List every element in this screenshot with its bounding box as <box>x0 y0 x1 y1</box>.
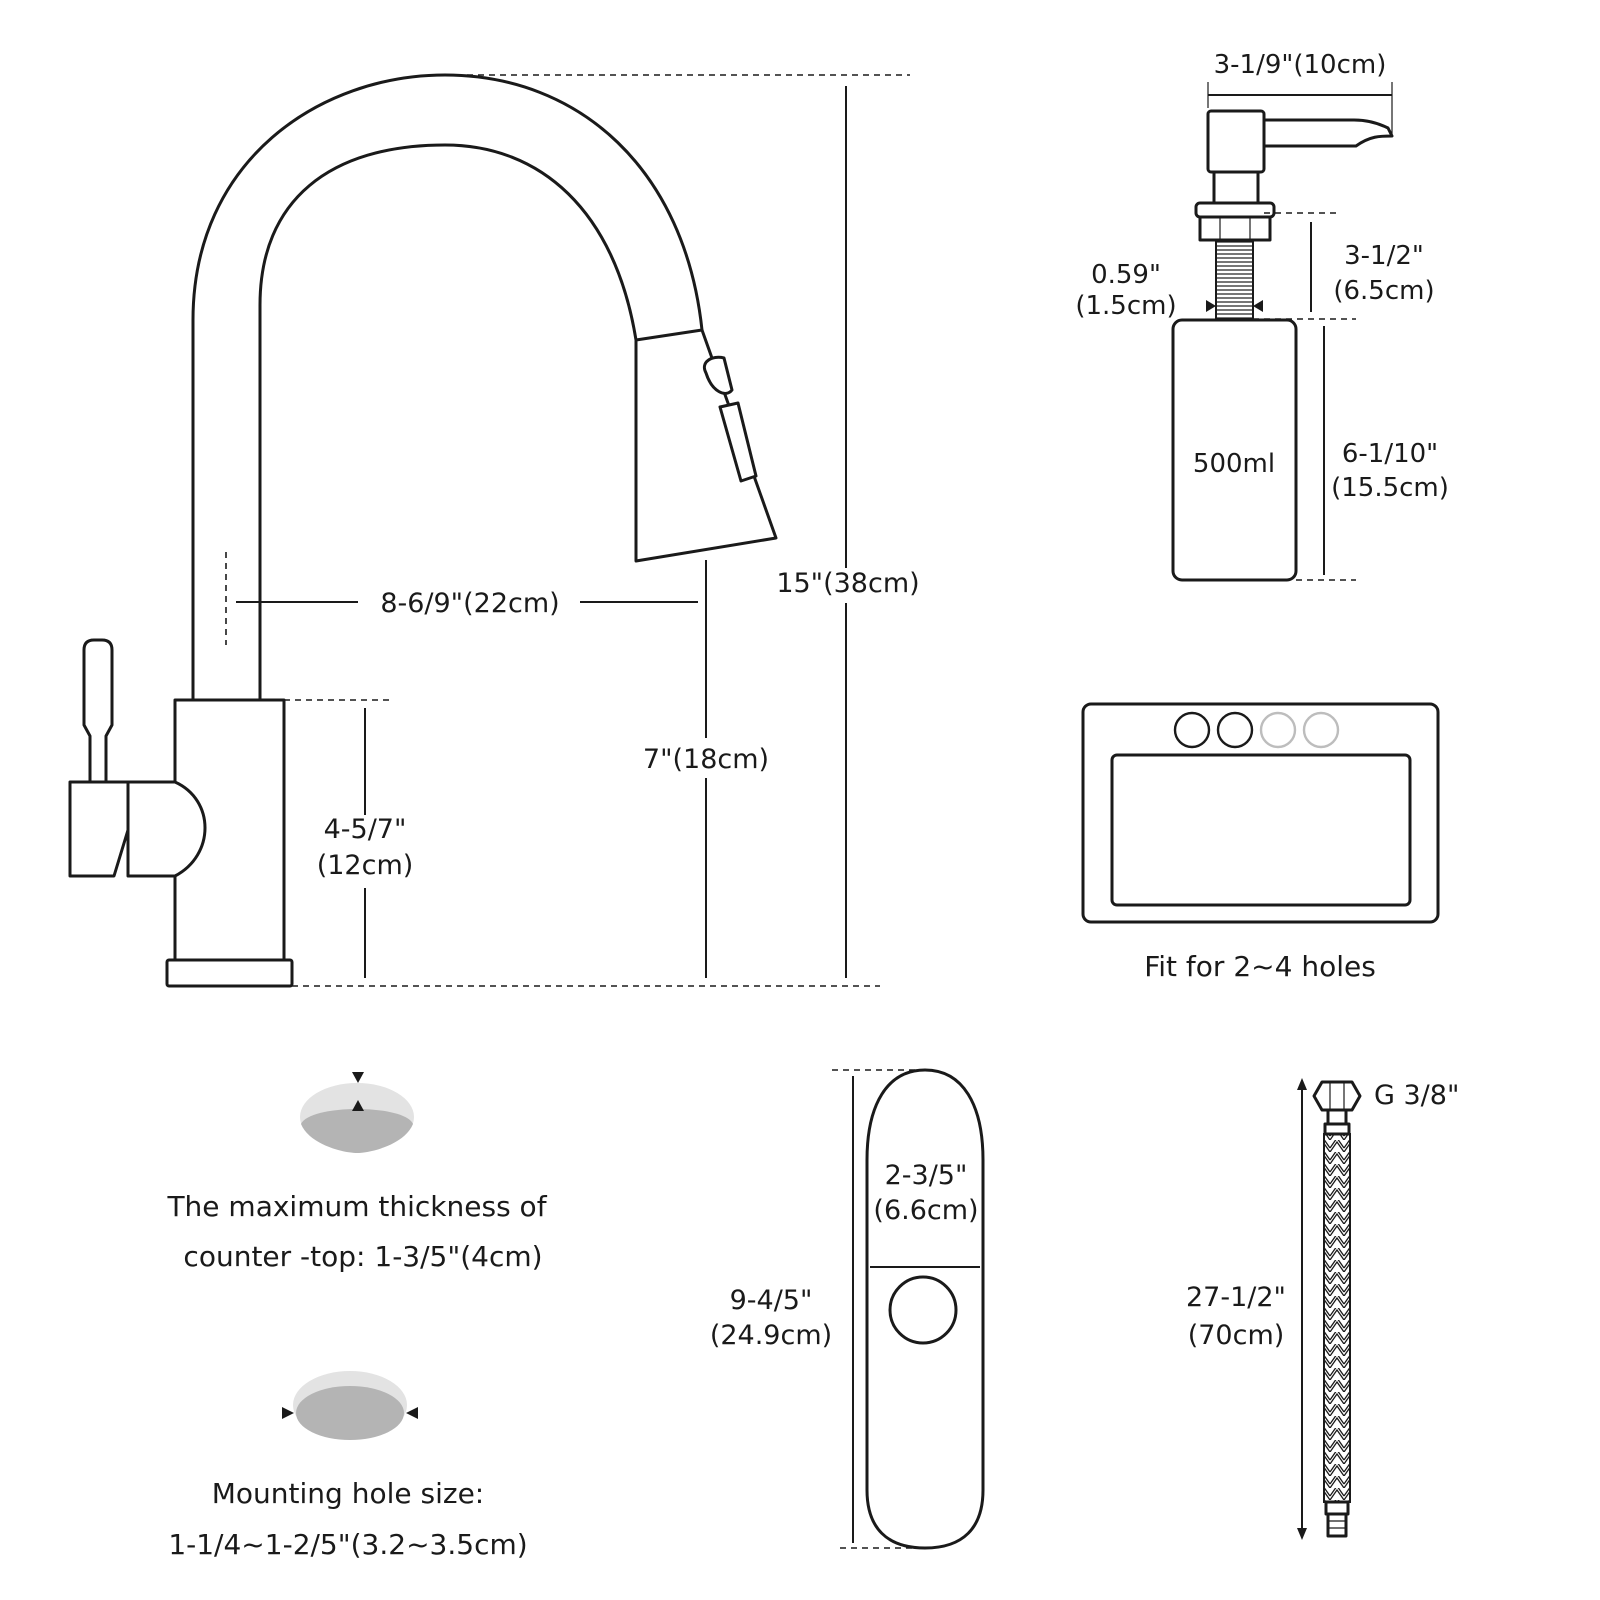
countertop-thickness-line1: The maximum thickness of <box>166 1190 547 1223</box>
soap-nozzle <box>1262 118 1394 148</box>
sink-bowl <box>1110 753 1412 907</box>
soap-collar <box>1212 170 1260 205</box>
deck-plate-outline <box>865 1068 985 1550</box>
sink-hole-4 <box>1302 711 1340 749</box>
countertop-thickness-line2: counter -top: 1-3/5"(4cm) <box>183 1240 542 1273</box>
faucet-spout-outer <box>191 73 704 702</box>
hose-length-line1: 27-1/2" <box>1186 1282 1286 1313</box>
mounting-hole-line1: Mounting hole size: <box>212 1477 484 1510</box>
faucet-base-height-line2: (12cm) <box>317 850 414 881</box>
sink-caption: Fit for 2~4 holes <box>1144 950 1376 983</box>
soap-shank-length-line2: (6.5cm) <box>1333 276 1434 306</box>
spray-button-top <box>703 355 734 395</box>
faucet-total-height: 15"(38cm) <box>776 568 919 599</box>
faucet-dimensions <box>225 74 910 987</box>
soap-shank-length-line1: 3-1/2" <box>1344 241 1424 271</box>
sink-hole-1 <box>1173 711 1211 749</box>
deck-plate-width-line1: 2-3/5" <box>885 1160 968 1191</box>
hose-length-line2: (70cm) <box>1188 1320 1285 1351</box>
hose-dimensions <box>1297 1078 1307 1540</box>
deck-plate-drawing <box>865 1068 985 1550</box>
handle-hub <box>126 780 207 878</box>
sink-hole-3 <box>1259 711 1297 749</box>
soap-pump-head <box>1206 109 1266 174</box>
soap-dimensions <box>1206 82 1393 581</box>
soap-nut <box>1198 215 1272 242</box>
spray-head <box>634 328 778 563</box>
countertop-thickness-icon <box>300 1072 414 1153</box>
faucet-spout-inner <box>258 143 638 702</box>
spray-button-bottom <box>718 401 758 483</box>
hose-drawing <box>1312 1080 1362 1538</box>
hose-hex-nut <box>1312 1080 1362 1112</box>
deck-plate-length-line2: (24.9cm) <box>710 1320 832 1351</box>
soap-head-width: 3-1/9"(10cm) <box>1214 50 1387 80</box>
handle-lever <box>82 638 114 784</box>
handle-block <box>68 780 130 878</box>
deck-plate-width-line2: (6.6cm) <box>873 1195 978 1226</box>
deck-plate-length-line1: 9-4/5" <box>730 1285 813 1316</box>
mounting-hole-line2: 1-1/4~1-2/5"(3.2~3.5cm) <box>168 1528 527 1561</box>
soap-shank-diameter-line1: 0.59" <box>1091 260 1161 290</box>
deck-plate-hole <box>888 1275 958 1345</box>
soap-shank <box>1215 239 1254 321</box>
sink-hole-2 <box>1216 711 1254 749</box>
soap-bottle-height-line2: (15.5cm) <box>1331 473 1449 503</box>
soap-shank-diameter-line2: (1.5cm) <box>1075 291 1176 321</box>
soap-flange <box>1194 201 1276 219</box>
soap-bottle-height-line1: 6-1/10" <box>1342 439 1438 469</box>
mounting-hole-icon <box>282 1371 418 1440</box>
sink-drawing <box>1081 702 1440 924</box>
faucet-drawing <box>68 73 778 988</box>
soap-dispenser-drawing <box>1171 109 1394 582</box>
faucet-reach: 8-6/9"(22cm) <box>380 588 559 619</box>
hose-braid <box>1323 1133 1351 1503</box>
soap-bottle-capacity: 500ml <box>1193 449 1275 479</box>
hose-thread: G 3/8" <box>1374 1080 1459 1111</box>
deck-plate-dimensions <box>832 1069 920 1549</box>
faucet-base-height-line1: 4-5/7" <box>324 814 407 845</box>
faucet-spout-height: 7"(18cm) <box>643 744 769 775</box>
faucet-base <box>165 958 294 988</box>
